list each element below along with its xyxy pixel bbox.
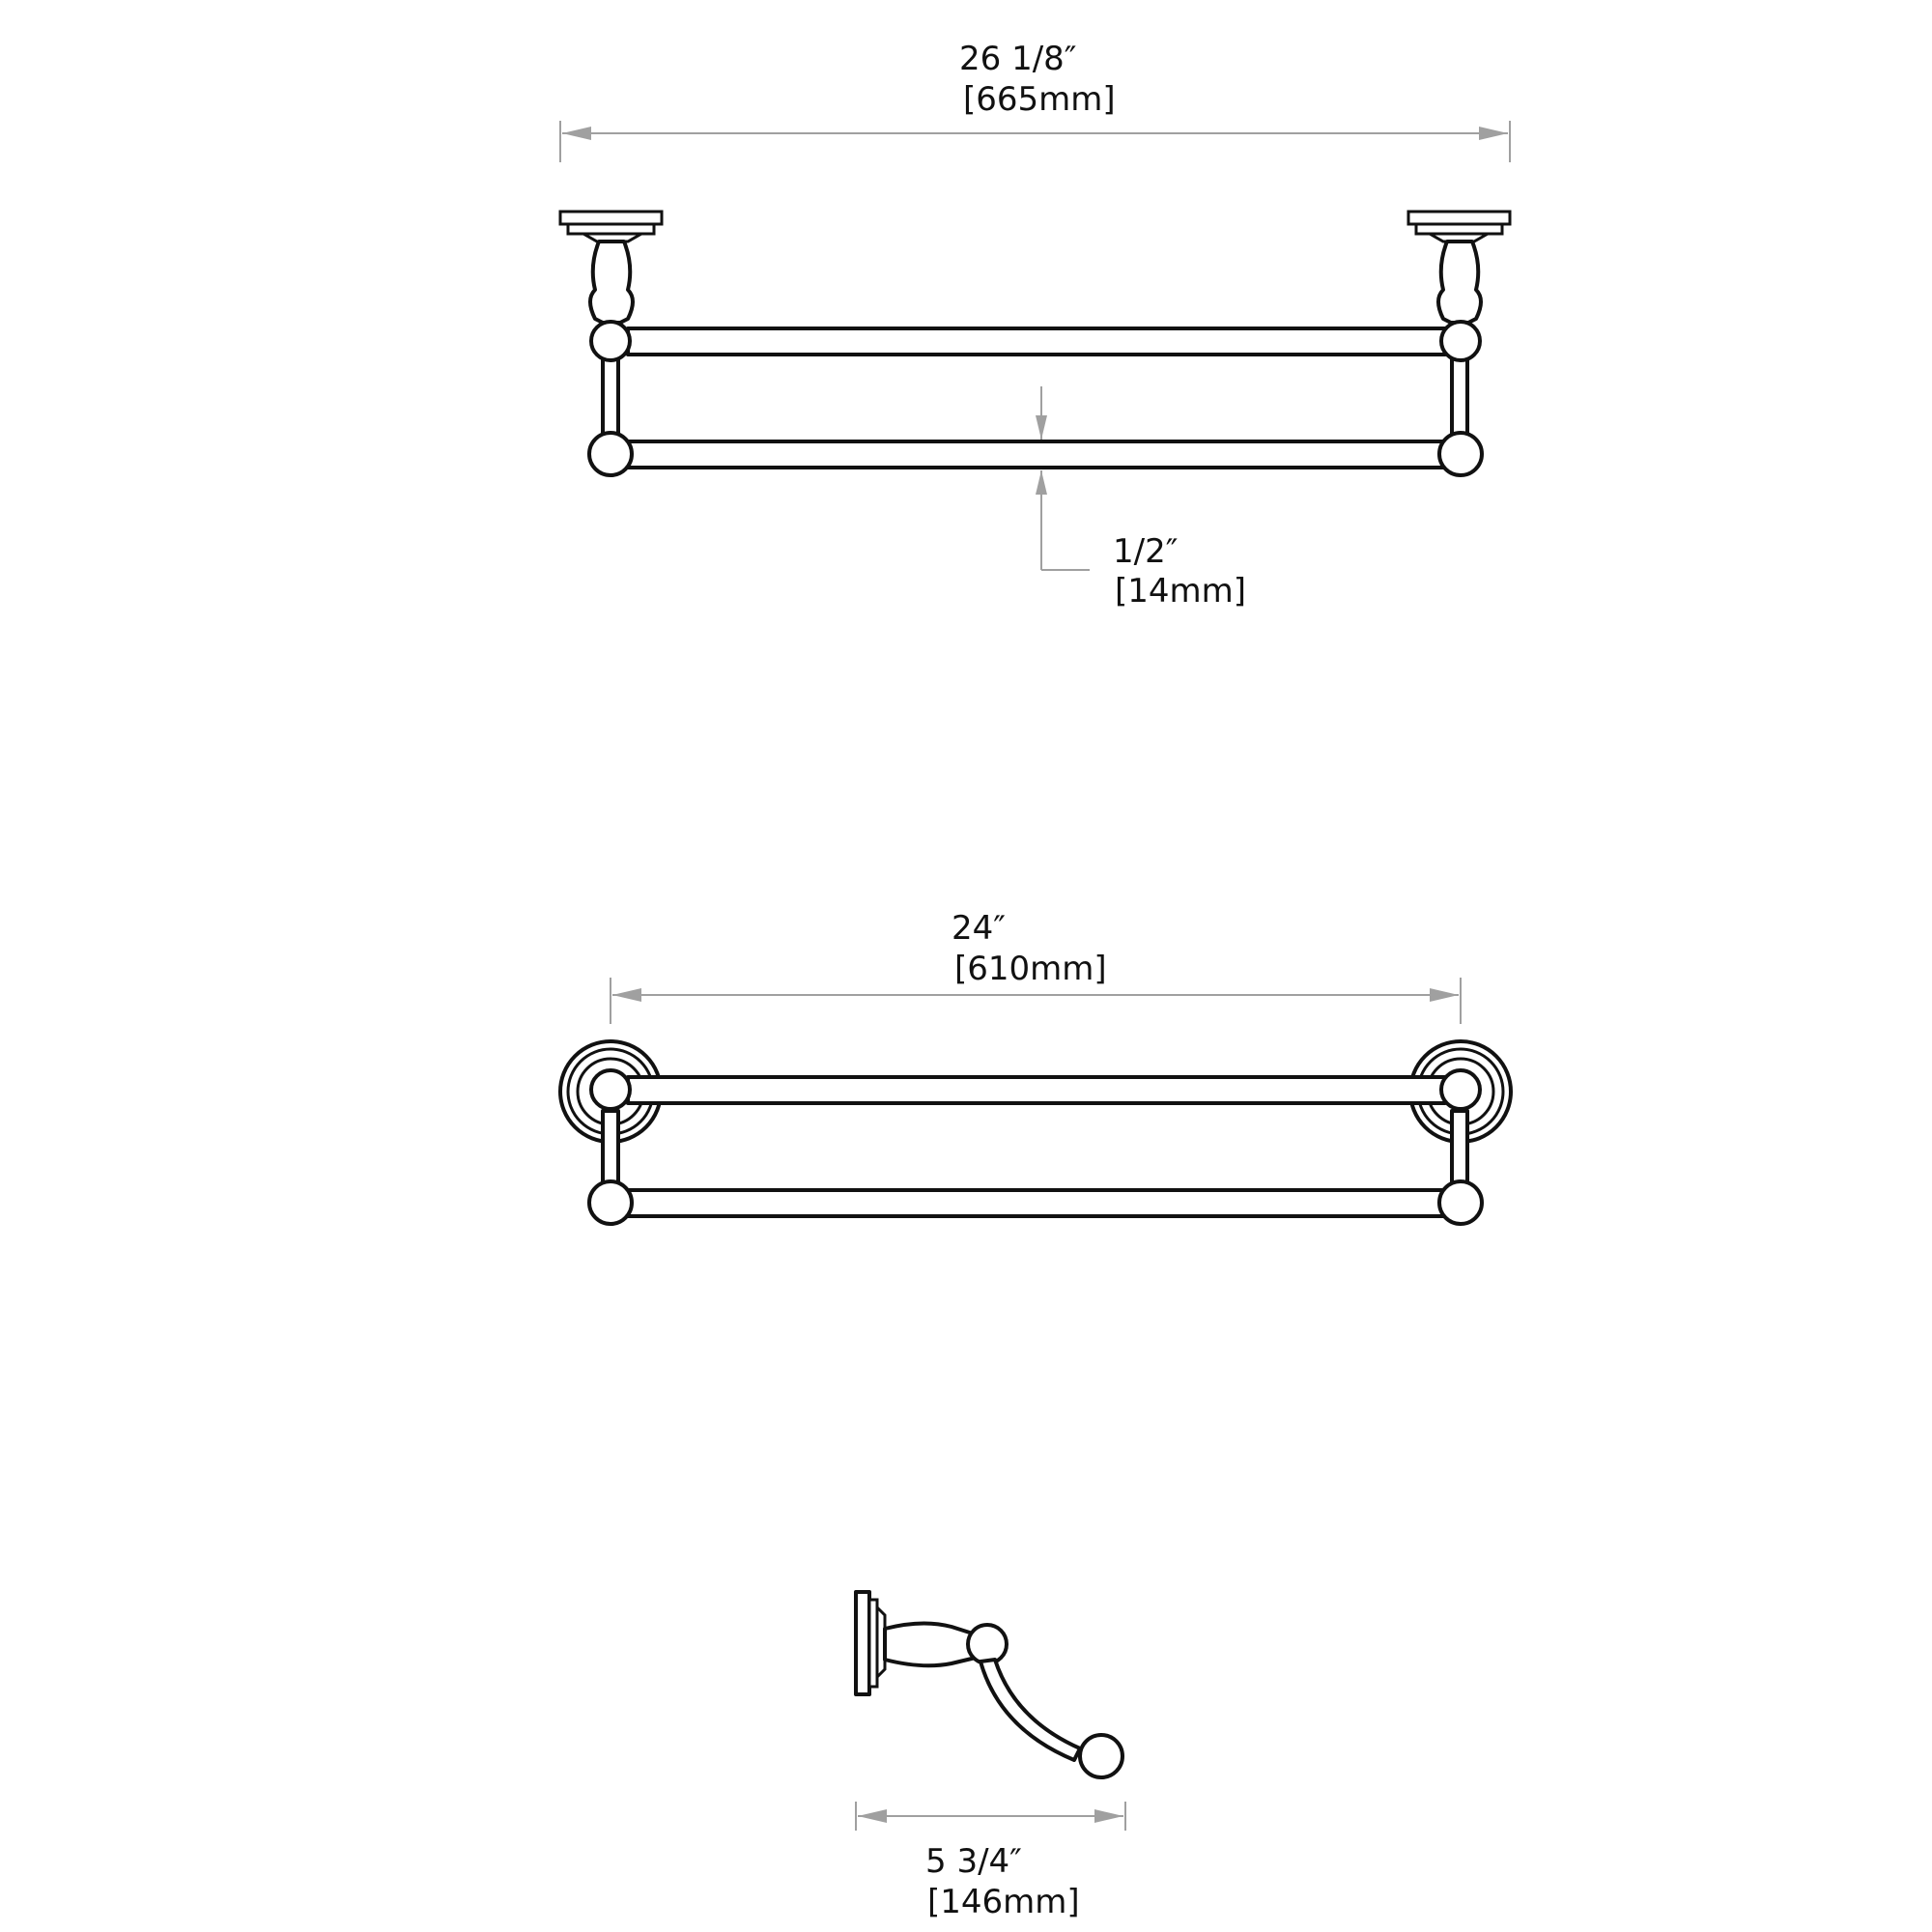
front-view: 24″ [610mm]: [558, 909, 1513, 1226]
upper-left-finial: [589, 320, 632, 362]
right-wall-mount: [1406, 210, 1512, 325]
hook-projection-metric-label: [146mm]: [927, 1883, 1080, 1921]
overall-width-imperial-label: 26 1/8″: [959, 40, 1077, 78]
hook-projection-dimension: [855, 1802, 1126, 1831]
front-upper-bar: [626, 1075, 1447, 1105]
bar-diameter-imperial-label: 1/2″: [1113, 532, 1178, 571]
bar-length-imperial-label: 24″: [952, 909, 1006, 948]
upper-towel-bar: [626, 327, 1447, 356]
hook-projection-imperial-label: 5 3/4″: [925, 1842, 1022, 1881]
lower-left-finial: [587, 431, 634, 477]
front-left-connector: [601, 1109, 620, 1190]
overall-width-dimension: [559, 121, 1511, 162]
bar-length-metric-label: [610mm]: [954, 950, 1107, 988]
bar-diameter-metric-label: [14mm]: [1115, 572, 1246, 611]
front-lower-left-finial: [587, 1179, 634, 1226]
hook-wall-plate: [854, 1590, 871, 1696]
lower-right-finial: [1437, 431, 1484, 477]
front-upper-right-finial: [1439, 1068, 1482, 1111]
bar-length-dimension: [610, 978, 1462, 1024]
hook-stem: [883, 1621, 978, 1668]
top-view: 26 1/8″ [665mm]: [558, 40, 1512, 611]
front-lower-right-finial: [1437, 1179, 1484, 1226]
front-lower-bar: [626, 1188, 1447, 1218]
front-right-connector: [1450, 1109, 1469, 1190]
lower-towel-bar: [626, 440, 1447, 469]
upper-right-finial: [1439, 320, 1482, 362]
hook-arm: [979, 1658, 1082, 1762]
left-wall-mount: [558, 210, 664, 325]
overall-width-metric-label: [665mm]: [963, 80, 1116, 119]
bar-diameter-dimension: [1036, 386, 1090, 571]
front-upper-left-finial: [589, 1068, 632, 1111]
hook-knob: [966, 1623, 1009, 1665]
hook-view: 5 3/4″ [146mm]: [854, 1590, 1126, 1921]
hook-tip-ball: [1078, 1733, 1124, 1779]
